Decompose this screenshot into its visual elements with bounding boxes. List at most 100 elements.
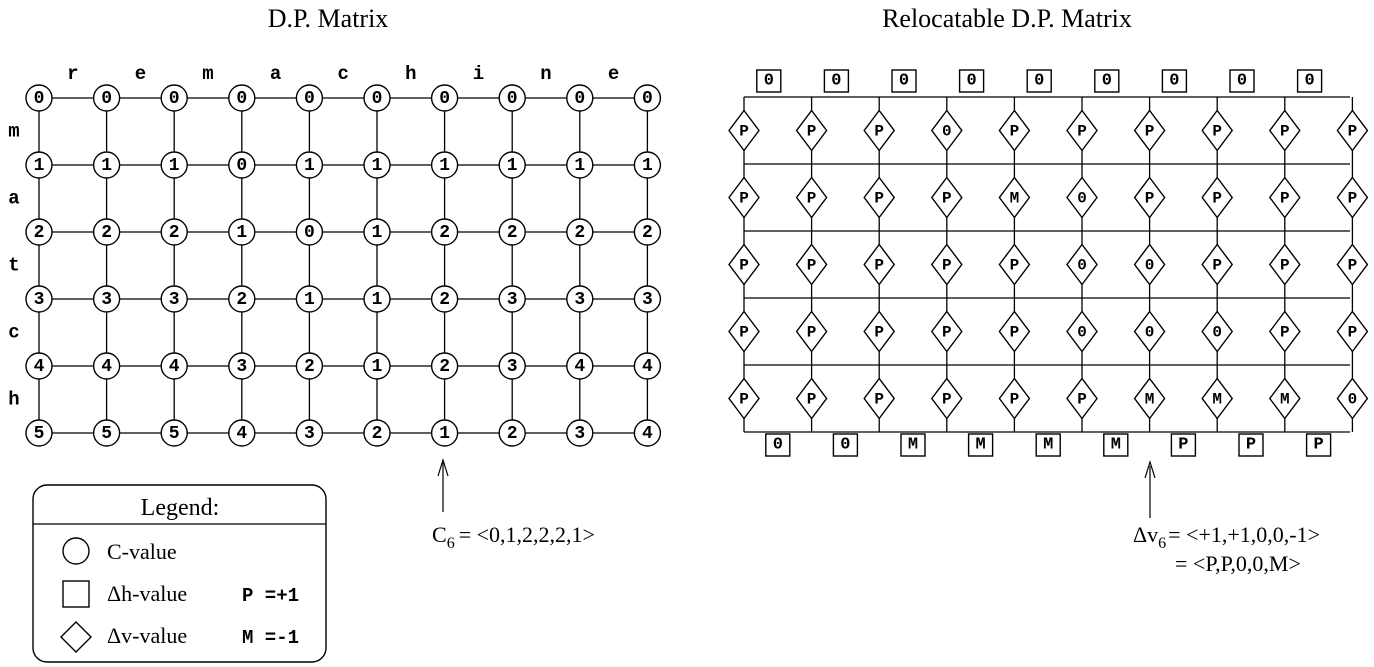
c-value-label: 3 xyxy=(304,424,315,444)
c-value-node xyxy=(430,151,459,179)
dv-value-label: P xyxy=(1280,123,1290,141)
legend-item-c-label: C-value xyxy=(107,539,177,564)
c-value-node xyxy=(430,285,459,313)
dh-value-box xyxy=(823,69,850,93)
dh-value-box xyxy=(958,69,985,93)
dh-value-label: 0 xyxy=(773,436,783,455)
dv-value-label: M xyxy=(1212,391,1222,409)
dv-value-label: P xyxy=(739,123,749,141)
c-value-label: 3 xyxy=(169,290,180,310)
dh-value-box xyxy=(967,433,994,457)
dh-value-box xyxy=(1296,69,1323,93)
row-letter: m xyxy=(8,121,19,143)
c-value-label: 4 xyxy=(642,424,653,444)
c6-subscript: 6 xyxy=(447,535,455,552)
dv6-prefix: Δv xyxy=(1133,522,1158,547)
dv-value-diamond xyxy=(930,176,963,219)
left-title: D.P. Matrix xyxy=(268,4,389,33)
c-value-node xyxy=(160,84,188,112)
dv-value-diamond xyxy=(1066,377,1098,420)
dv-value-label: P xyxy=(1145,123,1155,141)
c-value-label: 3 xyxy=(101,290,112,310)
c-value-node xyxy=(25,151,53,179)
c-value-label: 1 xyxy=(574,156,585,176)
c-value-label: 1 xyxy=(236,223,247,243)
c-value-label: 5 xyxy=(34,424,45,444)
c-value-label: 0 xyxy=(642,89,653,109)
c-value-node xyxy=(566,419,594,447)
legend-item-dv-def: M =-1 xyxy=(242,627,299,649)
dv-value-diamond xyxy=(930,243,963,286)
dh-value-box xyxy=(765,433,791,457)
c-value-node xyxy=(566,285,594,313)
dv-value-label: P xyxy=(1280,324,1290,342)
dv-value-label: P xyxy=(1280,257,1290,275)
c-value-node xyxy=(92,419,121,447)
dh-value-box xyxy=(891,69,917,93)
c-value-label: 0 xyxy=(236,89,247,109)
c-value-label: 0 xyxy=(304,89,315,109)
dv-value-diamond xyxy=(795,109,828,152)
c-value-label: 2 xyxy=(372,424,383,444)
dh-value-box xyxy=(1103,433,1129,457)
dv6-values: = <+1,+1,0,0,-1> xyxy=(1168,522,1320,547)
c-value-node xyxy=(25,218,53,246)
c-value-node xyxy=(228,352,256,380)
column-letter: r xyxy=(67,63,78,85)
dv-value-diamond xyxy=(1133,377,1166,420)
dh-value-label: 0 xyxy=(1169,72,1179,91)
c-value-label: 2 xyxy=(642,223,653,243)
dv-value-label: P xyxy=(1280,190,1290,208)
dv-value-label: M xyxy=(1010,190,1020,208)
c-value-node xyxy=(160,352,188,380)
dv-value-label: 0 xyxy=(1348,391,1358,409)
dh-value-label: M xyxy=(975,436,985,455)
dv-value-diamond xyxy=(930,377,963,420)
dv6-symbolic: = <P,P,0,0,M> xyxy=(1175,551,1301,576)
dh-value-label: 0 xyxy=(1102,72,1112,91)
c6-values: = <0,1,2,2,2,1> xyxy=(459,522,595,547)
dv-value-diamond xyxy=(795,310,828,353)
dv-value-diamond xyxy=(998,310,1031,353)
dh-value-box xyxy=(1026,69,1052,93)
c-value-node xyxy=(160,151,188,179)
c-value-node xyxy=(633,84,662,112)
c-value-node xyxy=(430,218,459,246)
c-value-label: 0 xyxy=(169,89,180,109)
c-value-label: 1 xyxy=(34,156,45,176)
dh-value-label: M xyxy=(1111,436,1121,455)
dv-value-diamond xyxy=(795,377,828,420)
c-value-label: 3 xyxy=(642,290,653,310)
c-value-node xyxy=(363,218,391,246)
column-letter: h xyxy=(405,63,416,85)
row-letter: c xyxy=(8,322,19,344)
legend-title: Legend: xyxy=(141,495,220,521)
dh-value-box xyxy=(756,69,782,93)
dv-value-label: P xyxy=(1010,391,1020,409)
c-value-label: 3 xyxy=(574,424,585,444)
dv-value-diamond xyxy=(930,310,963,353)
dh-value-box xyxy=(1170,433,1197,457)
c-value-node xyxy=(228,151,256,179)
dh-value-box xyxy=(900,433,926,457)
dv-value-label: M xyxy=(1280,391,1290,409)
dv-value-label: P xyxy=(1077,123,1087,141)
c-value-node xyxy=(566,352,594,380)
dh-value-box xyxy=(1035,433,1061,457)
c-value-node xyxy=(430,419,459,447)
dv-value-diamond xyxy=(1336,243,1369,286)
dv-value-diamond xyxy=(728,377,760,420)
c-value-label: 4 xyxy=(574,357,585,377)
c-value-node xyxy=(498,285,526,313)
dv-value-label: P xyxy=(1010,324,1020,342)
c-value-node xyxy=(295,352,324,380)
c-value-node xyxy=(228,218,256,246)
c-value-node xyxy=(160,419,188,447)
dv-value-diamond xyxy=(1336,310,1369,353)
c-value-node xyxy=(295,151,324,179)
dv-value-diamond xyxy=(728,310,760,353)
column-letter: n xyxy=(540,63,551,85)
c-value-label: 2 xyxy=(439,357,450,377)
dv-value-diamond xyxy=(863,310,896,353)
